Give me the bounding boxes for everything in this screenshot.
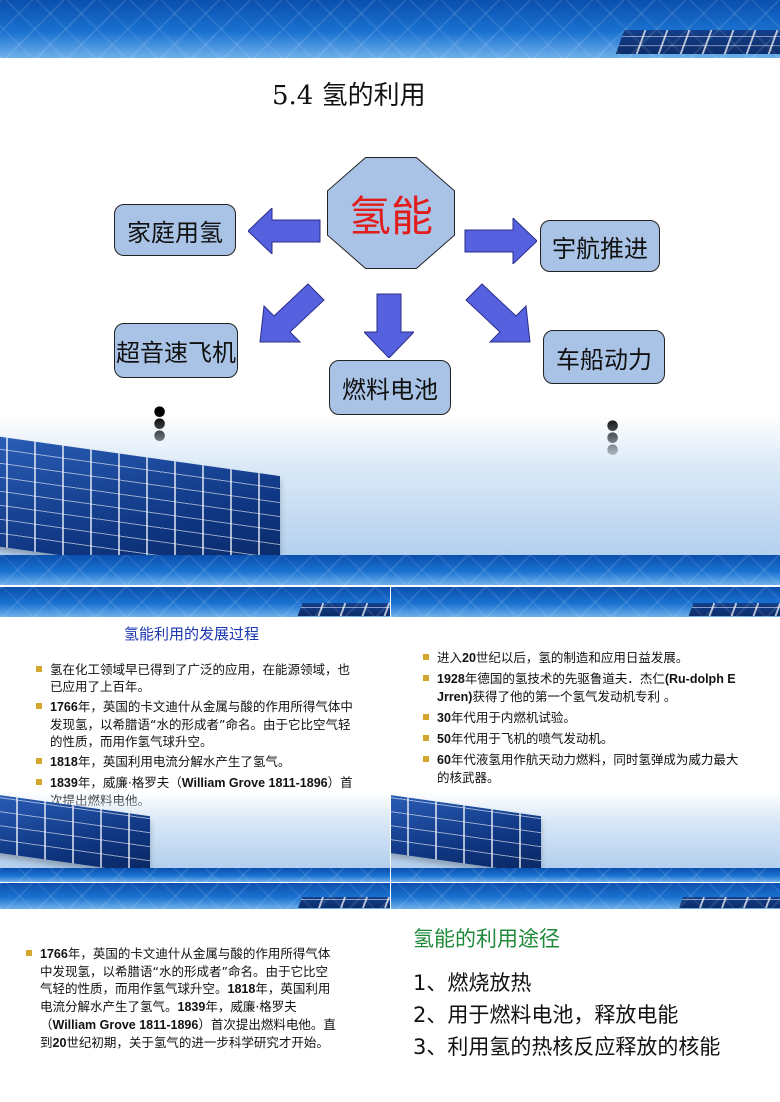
solar-panel-graphic	[615, 30, 780, 55]
node-fuel-cell: 燃料电池	[329, 360, 451, 415]
arrow-down	[364, 293, 414, 358]
node-supersonic: 超音速飞机	[114, 323, 238, 378]
node-aerospace: 宇航推进	[540, 220, 660, 272]
list-item: 氢在化工领域早已得到了广泛的应用，在能源领域，也已应用了上百年。	[36, 661, 354, 695]
header-band	[391, 587, 780, 617]
list-item: 进入20世纪以后，氢的制造和应用日益发展。	[423, 649, 741, 667]
node-vehicle: 车船动力	[543, 330, 665, 384]
arrow-down-right	[465, 283, 531, 343]
utilization-list: 1、燃烧放热 2、用于燃料电池，释放电能 3、利用氢的热核反应释放的核能	[413, 967, 720, 1063]
slide-utilization-paths: 氢能的利用途径 1、燃烧放热 2、用于燃料电池，释放电能 3、利用氢的热核反应释…	[391, 883, 780, 1102]
node-home: 家庭用氢	[114, 204, 236, 256]
bullet-list: 1766年，英国的卡文迪什从金属与酸的作用所得气体中发现氢，以希腊语“水的形成者…	[26, 945, 340, 1055]
list-item: 1928年德国的氢技术的先驱鲁道夫．杰仁(Ru-dolph E Jrren)获得…	[423, 670, 741, 706]
list-item: 1766年，英国的卡文迪什从金属与酸的作用所得气体中发现氢，以希腊语“水的形成者…	[36, 698, 354, 750]
list-item: 50年代用于飞机的喷气发动机。	[423, 730, 741, 748]
slide-development-history: 氢能利用的发展过程 氢在化工领域早已得到了广泛的应用，在能源领域，也已应用了上百…	[0, 587, 390, 882]
arrow-down-left	[259, 283, 325, 343]
footer-band	[0, 868, 390, 882]
header-band	[0, 587, 390, 617]
header-band	[0, 883, 390, 909]
arrow-right	[464, 218, 537, 264]
footer-band	[0, 555, 780, 585]
slide-title: 氢能的利用途径	[413, 927, 560, 951]
list-item: 3、利用氢的热核反应释放的核能	[413, 1035, 721, 1059]
list-item: 1818年，英国利用电流分解水产生了氢气。	[36, 753, 354, 771]
solar-panel-graphic	[688, 602, 780, 616]
list-item: 30年代用于内燃机试验。	[423, 709, 741, 727]
slide-20th-century: 进入20世纪以后，氢的制造和应用日益发展。 1928年德国的氢技术的先驱鲁道夫．…	[391, 587, 780, 882]
list-item: 1、燃烧放热	[413, 971, 532, 995]
slide-hydrogen-uses: 5.4 氢的利用 氢能 家庭用氢 宇航推进 超音速飞机 燃料电池 车船动力 ••…	[0, 0, 780, 585]
arrow-left	[248, 208, 321, 254]
slide-history-summary: 1766年，英国的卡文迪什从金属与酸的作用所得气体中发现氢，以希腊语“水的形成者…	[0, 883, 390, 1102]
solar-panel-graphic	[297, 602, 390, 616]
list-item: 60年代液氢用作航天动力燃料，同时氢弹成为威力最大的核武器。	[423, 751, 741, 786]
solar-panel-graphic	[679, 896, 780, 908]
slide-title: 5.4 氢的利用	[272, 81, 426, 111]
slide-title: 氢能利用的发展过程	[124, 625, 260, 643]
list-item: 2、用于燃料电池，释放电能	[413, 1003, 679, 1027]
bullet-list: 进入20世纪以后，氢的制造和应用日益发展。 1928年德国的氢技术的先驱鲁道夫．…	[423, 649, 741, 789]
bullet-list: 氢在化工领域早已得到了广泛的应用，在能源领域，也已应用了上百年。 1766年，英…	[36, 661, 354, 812]
list-item: 1766年，英国的卡文迪什从金属与酸的作用所得气体中发现氢，以希腊语“水的形成者…	[26, 945, 340, 1052]
center-octagon: 氢能	[328, 158, 454, 268]
header-band	[0, 0, 780, 58]
solar-panel-graphic	[298, 896, 390, 908]
footer-band	[391, 868, 780, 882]
header-band	[391, 883, 780, 909]
